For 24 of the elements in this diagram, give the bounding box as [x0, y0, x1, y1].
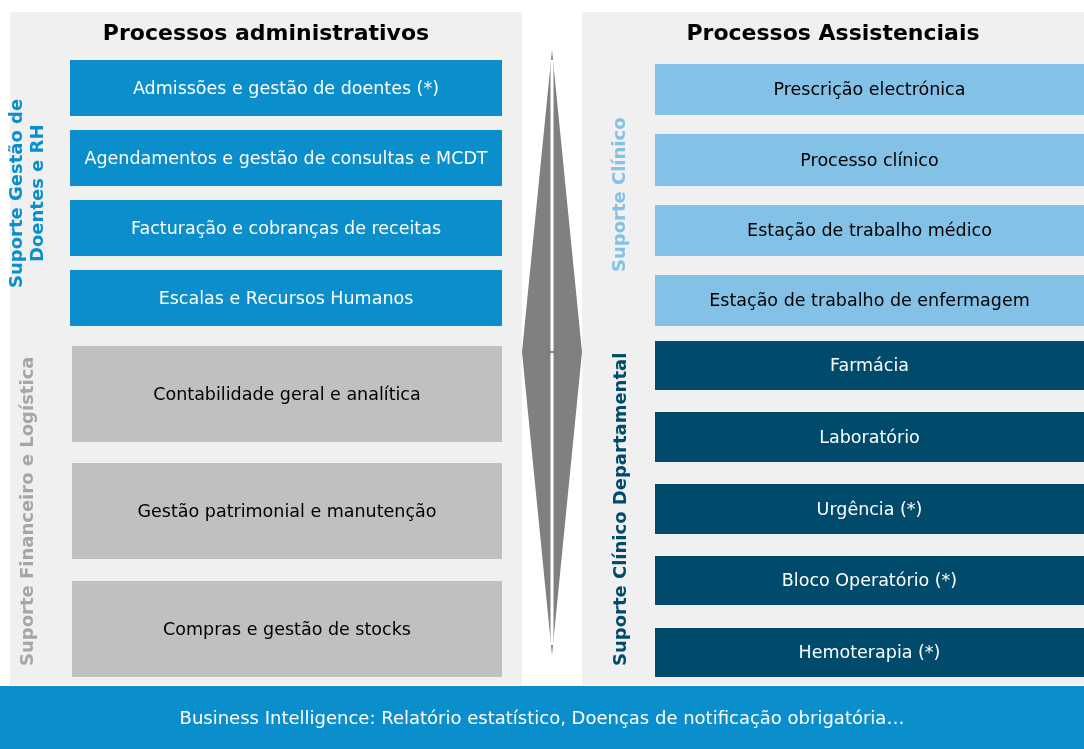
process-box: Bloco Operatório (*): [655, 556, 1084, 605]
process-box: Compras e gestão de stocks: [72, 581, 502, 677]
banner-bar: Business Intelligence: Relatório estatístico, Doenças de notificação obrigatória…: [0, 686, 1084, 749]
process-box: Estação de trabalho médico: [655, 205, 1084, 256]
process-box: Estação de trabalho de enfermagem: [655, 275, 1084, 326]
panel: [10, 12, 522, 685]
side-label: Suporte Financeiro e Logística: [14, 355, 38, 669]
panel-title: Processos Assistenciais: [685, 20, 981, 45]
side-label: Suporte Clínico Departamental: [607, 351, 631, 668]
process-box: Laboratório: [655, 412, 1084, 462]
process-box: Gestão patrimonial e manutenção: [72, 463, 502, 559]
side-label: Suporte Clínico: [606, 116, 630, 275]
process-box: Processo clínico: [655, 134, 1084, 186]
process-box: Admissões e gestão de doentes (*): [70, 60, 502, 116]
panel-title: Processos administrativos: [101, 20, 431, 45]
process-box: Facturação e cobranças de receitas: [70, 200, 502, 256]
panel: [582, 12, 1084, 685]
process-box: Contabilidade geral e analítica: [72, 346, 502, 442]
process-box: Escalas e Recursos Humanos: [70, 270, 502, 326]
process-box: Agendamentos e gestão de consultas e MCDT: [70, 130, 502, 186]
process-box: Farmácia: [655, 341, 1084, 390]
process-box: Prescrição electrónica: [655, 64, 1084, 115]
process-box: Urgência (*): [655, 484, 1084, 534]
process-box: Hemoterapia (*): [655, 628, 1084, 677]
